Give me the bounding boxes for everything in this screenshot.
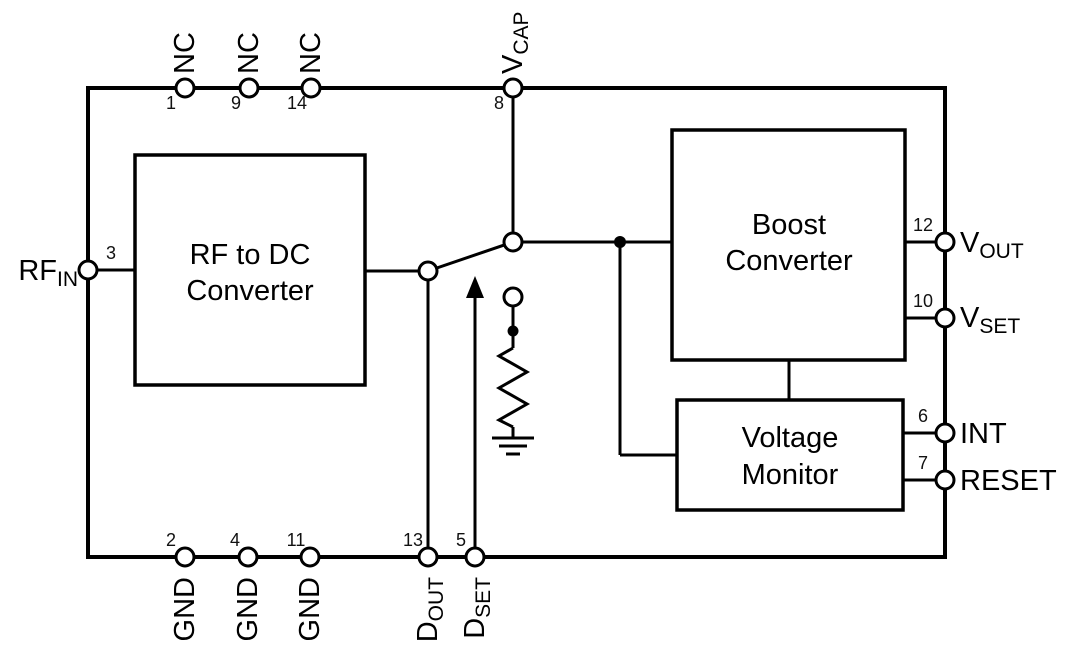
pin-circle-13 bbox=[417, 546, 439, 568]
switch-terminal-common bbox=[417, 260, 439, 282]
switch-terminal-upper bbox=[502, 231, 524, 253]
pin-label-rfin: RFIN bbox=[18, 255, 78, 291]
pin-circle-12 bbox=[934, 231, 956, 253]
pin-label-vset: VSET bbox=[960, 302, 1020, 338]
pin-number-11: 11 bbox=[287, 530, 306, 550]
pin-number-13: 13 bbox=[403, 530, 423, 550]
pin-number-1: 1 bbox=[166, 93, 176, 113]
boost-label-line1: Boost bbox=[752, 209, 826, 241]
pin-label-gnd11: GND bbox=[294, 577, 326, 641]
junction-dot-node bbox=[614, 236, 626, 248]
pin-label-dout: DOUT bbox=[412, 577, 448, 642]
pin-number-7: 7 bbox=[918, 453, 928, 473]
pin-number-14: 14 bbox=[287, 93, 307, 113]
voltage-monitor-label-line2: Monitor bbox=[742, 459, 839, 491]
pin-circle-9 bbox=[238, 77, 260, 99]
pin-circle-8 bbox=[502, 77, 524, 99]
pin-number-12: 12 bbox=[913, 215, 933, 235]
pin-circle-14 bbox=[300, 77, 322, 99]
pin-number-4: 4 bbox=[230, 530, 240, 550]
switch-terminal-lower bbox=[502, 286, 524, 308]
rf-to-dc-label-line2: Converter bbox=[186, 275, 314, 307]
pin-circle-10 bbox=[934, 307, 956, 329]
voltage-monitor-block bbox=[675, 398, 905, 512]
pin-circle-3 bbox=[77, 259, 99, 281]
pin-label-gnd4: GND bbox=[232, 577, 264, 641]
pin-label-vcap: VCAP bbox=[497, 11, 533, 74]
pin-number-5: 5 bbox=[456, 530, 466, 550]
pin-number-3: 3 bbox=[106, 243, 116, 263]
pin-label-nc1: NC bbox=[169, 32, 201, 74]
pin-label-gnd2: GND bbox=[169, 577, 201, 641]
pin-label-reset: RESET bbox=[960, 465, 1057, 497]
rf-to-dc-block bbox=[133, 153, 367, 387]
pin-label-int: INT bbox=[960, 418, 1007, 450]
dset-arrowhead-icon bbox=[466, 276, 484, 298]
pin-label-nc9: NC bbox=[233, 32, 265, 74]
resistor bbox=[495, 346, 531, 429]
pin-label-nc14: NC bbox=[295, 32, 327, 74]
switch-blade bbox=[427, 240, 514, 273]
pin-circle-5 bbox=[464, 546, 486, 568]
voltage-monitor-label-line1: Voltage bbox=[742, 422, 839, 454]
pin-circle-6 bbox=[934, 422, 956, 444]
boost-label-line2: Converter bbox=[725, 245, 853, 277]
pin-number-9: 9 bbox=[231, 93, 241, 113]
pin-number-10: 10 bbox=[913, 291, 933, 311]
pin-circle-11 bbox=[299, 546, 321, 568]
pin-circle-4 bbox=[237, 546, 259, 568]
boost-converter-block bbox=[670, 128, 907, 362]
pin-circle-7 bbox=[934, 469, 956, 491]
pin-circle-1 bbox=[174, 77, 196, 99]
junction-dot-resistor bbox=[507, 325, 519, 337]
pin-number-2: 2 bbox=[166, 530, 176, 550]
rf-to-dc-label-line1: RF to DC bbox=[190, 239, 311, 271]
pin-number-6: 6 bbox=[918, 406, 928, 426]
pin-label-vout: VOUT bbox=[960, 227, 1024, 263]
pin-label-dset: DSET bbox=[459, 577, 495, 639]
pin-number-8: 8 bbox=[494, 93, 504, 113]
pin-circle-2 bbox=[174, 546, 196, 568]
